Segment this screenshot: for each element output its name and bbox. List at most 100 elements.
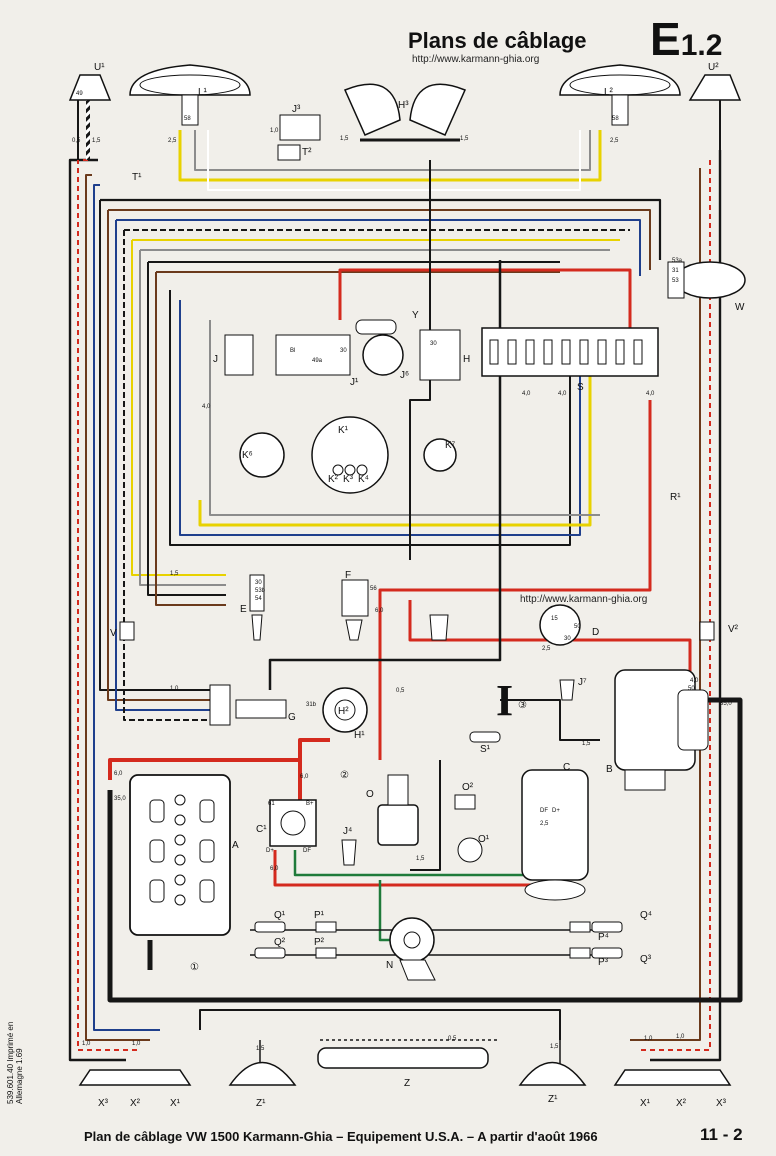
wire-red-top	[338, 268, 632, 340]
distributor-n	[389, 917, 436, 981]
wire-bus-2	[108, 209, 651, 270]
switch-f	[341, 579, 369, 641]
label-l2: L²	[604, 87, 614, 98]
gauge-label: 1,5	[170, 571, 179, 577]
terminal-label: 15	[551, 616, 558, 622]
gauge-j1	[275, 334, 404, 376]
label-q4: Q⁴	[640, 910, 652, 921]
label-j: J	[213, 354, 218, 365]
label-z1-right: Z¹	[548, 1094, 558, 1105]
gauge-label: 1,5	[460, 136, 469, 142]
wire-black-right	[650, 150, 722, 1062]
label-p4: P⁴	[598, 932, 609, 943]
diagram-caption: Plan de câblage VW 1500 Karmann-Ghia – E…	[84, 1129, 598, 1144]
label-n: N	[386, 960, 393, 971]
terminal-label: 31	[672, 268, 679, 274]
terminal-label: 30	[564, 636, 571, 642]
section-letter: E	[650, 13, 681, 65]
label-h2: H²	[338, 706, 349, 717]
wire-grey-headlights	[194, 130, 591, 171]
gauge-label: 1,5	[256, 1046, 265, 1052]
wire-brown	[85, 174, 150, 1041]
label-s: S	[577, 382, 584, 393]
headlight-l2	[559, 64, 681, 126]
switch-y	[355, 319, 397, 335]
gauge-label: 1,0	[82, 1041, 91, 1047]
wire-cluster-1	[169, 290, 571, 546]
brake-light-switch-v	[119, 621, 135, 641]
label-b: B	[606, 764, 613, 775]
label-z: Z	[404, 1078, 410, 1089]
wire-left-down-7	[147, 262, 226, 596]
label-v2: V²	[728, 624, 739, 635]
label-t2: T²	[302, 147, 312, 158]
label-x1-right: X¹	[640, 1098, 651, 1109]
gauge-label: 1,0	[170, 686, 179, 692]
label-p3: P³	[598, 957, 609, 968]
regulator-c1	[269, 799, 317, 847]
gauge-label: 4,0	[690, 678, 699, 684]
label-s1: S¹	[480, 744, 491, 755]
terminal-label: 30	[255, 580, 262, 586]
gauge-label: 6,0	[114, 771, 123, 777]
dimmer-relay-j3	[277, 114, 321, 161]
relay-h	[419, 329, 461, 381]
gauge-label: 6,0	[270, 866, 279, 872]
wire-bus-3	[116, 219, 641, 276]
gauge-label: 0,5	[72, 138, 81, 144]
gauge-label: 6,0	[375, 608, 384, 614]
terminal-label: 56	[370, 586, 377, 592]
wire-rear-lamps	[199, 1009, 561, 1040]
label-h: H	[463, 354, 470, 365]
label-a: A	[232, 840, 239, 851]
wire-bus-1	[100, 198, 662, 260]
wire-left-down-5	[131, 240, 226, 576]
gauge-label: 2,5	[542, 646, 551, 652]
label-j1: J¹	[350, 377, 359, 388]
component-labels: U¹ U² L¹ L² J³ T² H³ T¹ W Y H S J J¹ J⁶ …	[94, 62, 745, 1109]
wire-left-down-2	[107, 210, 210, 701]
label-t1: T¹	[132, 172, 142, 183]
gauge-label: 35,0	[720, 701, 732, 707]
wiper-motor-w	[667, 261, 746, 299]
label-k7: K⁷	[445, 440, 456, 451]
label-j4: J⁴	[343, 826, 352, 837]
wire-white-headlights	[207, 130, 581, 191]
label-p2: P²	[314, 937, 325, 948]
marker-3: ③	[518, 700, 527, 711]
instrument-lights	[239, 416, 457, 494]
harness-wires	[68, 130, 743, 1080]
gauge-label: 1,0	[676, 1034, 685, 1040]
label-y: Y	[412, 310, 419, 321]
label-e: E	[240, 604, 247, 615]
roman-numeral: I	[496, 676, 514, 725]
terminal-label: 53a	[672, 258, 683, 264]
source-url-top: http://www.karmann-ghia.org	[412, 54, 540, 65]
gauge-label: 35,0	[114, 796, 126, 802]
page-number: 11 - 2	[700, 1125, 743, 1144]
wire-red-right	[640, 160, 711, 1051]
wire-black-ignition	[268, 260, 502, 690]
section-code: E1.2	[650, 12, 722, 66]
gauge-label: 1,5	[340, 136, 349, 142]
terminal-label: DF	[303, 848, 311, 854]
wire-brown-right	[630, 168, 701, 1041]
gauge-label: 0,5	[396, 688, 405, 694]
label-q1: Q¹	[274, 910, 286, 921]
wire-cluster-yellow	[198, 340, 592, 527]
label-k2: K²	[328, 474, 339, 485]
terminal-label: 54	[255, 596, 262, 602]
gauge-label: 1,5	[416, 856, 425, 862]
print-imprint: 539.601.40 Imprimé en Allemagne 1.69	[6, 1021, 24, 1104]
label-o2: O²	[462, 782, 474, 793]
label-l1: L¹	[198, 87, 208, 98]
label-u2: U²	[708, 62, 719, 73]
terminal-label: D+	[266, 848, 274, 854]
wire-gauge-labels: 0,5 1,5 2,5 2,5 1,0 1,5 1,5 4,0 4,0 4,0 …	[72, 91, 732, 1052]
switch-e	[249, 574, 265, 641]
wire-red-dashed	[77, 159, 138, 1051]
label-f: F	[345, 570, 351, 581]
